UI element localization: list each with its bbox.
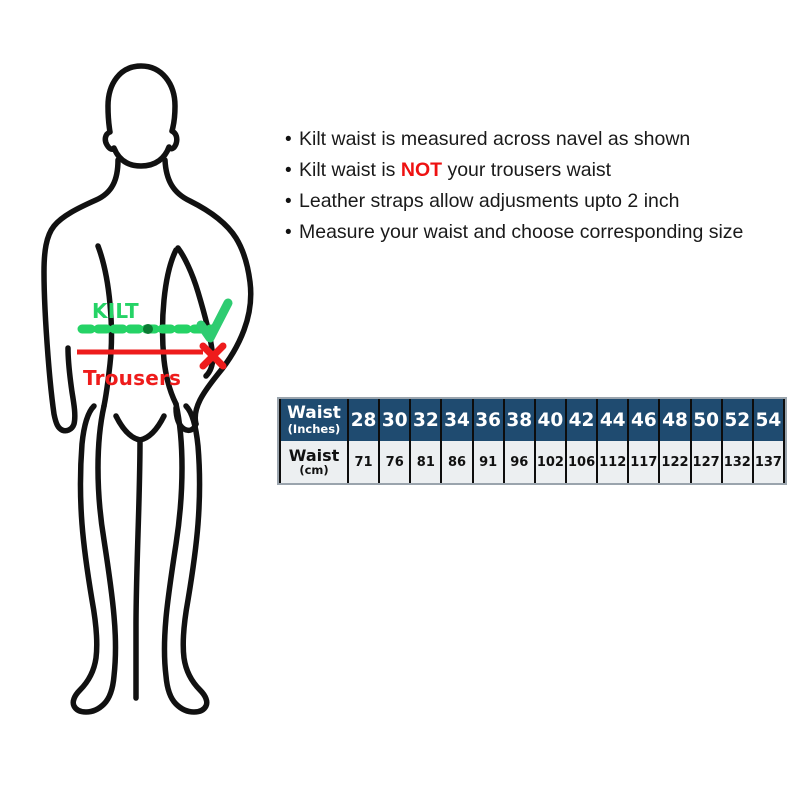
cell-cm: 132 — [720, 441, 754, 483]
cell-inches: 50 — [689, 399, 723, 441]
cell-inches: 40 — [533, 399, 567, 441]
row-header-unit: (cm) — [299, 463, 329, 478]
list-item: • Kilt waist is measured across navel as… — [285, 124, 795, 155]
cell-inches: 34 — [440, 399, 474, 441]
list-item: • Leather straps allow adjusments upto 2… — [285, 186, 795, 217]
cell-inches: 30 — [378, 399, 412, 441]
cell-cm: 91 — [471, 441, 505, 483]
navel-dot — [143, 324, 153, 334]
list-item: • Measure your waist and choose correspo… — [285, 217, 795, 248]
cell-cm: 137 — [751, 441, 786, 483]
emphasis-not: NOT — [400, 159, 443, 181]
bullet-dot-icon: • — [285, 222, 292, 243]
cell-inches: 38 — [502, 399, 536, 441]
cell-inches: 52 — [720, 399, 754, 441]
bullet-dot-icon: • — [285, 160, 292, 181]
cell-inches: 44 — [596, 399, 630, 441]
list-item-text: Leather straps allow adjusments upto 2 i… — [299, 190, 680, 212]
size-chart: Waist (Inches) 28 30 32 34 36 38 40 42 4… — [277, 397, 787, 485]
list-item-text: Kilt waist is measured across navel as s… — [299, 128, 691, 150]
cell-cm: 86 — [440, 441, 474, 483]
row-header-unit: (Inches) — [287, 421, 341, 436]
trousers-label: Trousers — [83, 366, 182, 390]
body-figure-panel: KILT Trousers — [0, 0, 275, 800]
cell-cm: 71 — [346, 441, 381, 483]
cell-inches: 42 — [564, 399, 599, 441]
list-item-text: Kilt waist is NOT your trousers waist — [299, 159, 612, 181]
cell-cm: 96 — [502, 441, 536, 483]
cell-inches: 36 — [471, 399, 505, 441]
list-item: • Kilt waist is NOT your trousers waist — [285, 155, 795, 186]
cell-inches: 32 — [409, 399, 443, 441]
row-header-cm: Waist (cm) — [279, 441, 349, 483]
bullet-dot-icon: • — [285, 191, 292, 212]
cell-inches: 54 — [751, 399, 786, 441]
cell-cm: 117 — [627, 441, 661, 483]
body-outline-illustration — [41, 63, 254, 715]
cell-cm: 76 — [378, 441, 412, 483]
table-row-cm: Waist (cm) 71 76 81 86 91 96 102 106 112… — [279, 441, 786, 483]
cell-cm: 81 — [409, 441, 443, 483]
body-outline-path — [41, 63, 254, 715]
cell-cm: 112 — [596, 441, 630, 483]
cell-inches: 28 — [346, 399, 381, 441]
size-chart-table: Waist (Inches) 28 30 32 34 36 38 40 42 4… — [279, 399, 786, 483]
instructions-list: • Kilt waist is measured across navel as… — [285, 124, 795, 248]
table-row-inches: Waist (Inches) 28 30 32 34 36 38 40 42 4… — [279, 399, 786, 441]
row-header-inches: Waist (Inches) — [279, 399, 349, 441]
bullet-dot-icon: • — [285, 129, 292, 150]
row-header-label: Waist — [288, 445, 340, 465]
list-item-text: Measure your waist and choose correspond… — [299, 221, 744, 243]
row-header-label: Waist — [287, 403, 341, 424]
cell-cm: 122 — [658, 441, 692, 483]
cell-cm: 127 — [689, 441, 723, 483]
check-icon — [196, 298, 233, 343]
cell-cm: 106 — [564, 441, 599, 483]
cell-inches: 48 — [658, 399, 692, 441]
cell-inches: 46 — [627, 399, 661, 441]
kilt-label: KILT — [92, 299, 139, 323]
cell-cm: 102 — [533, 441, 567, 483]
cross-icon — [199, 342, 227, 370]
